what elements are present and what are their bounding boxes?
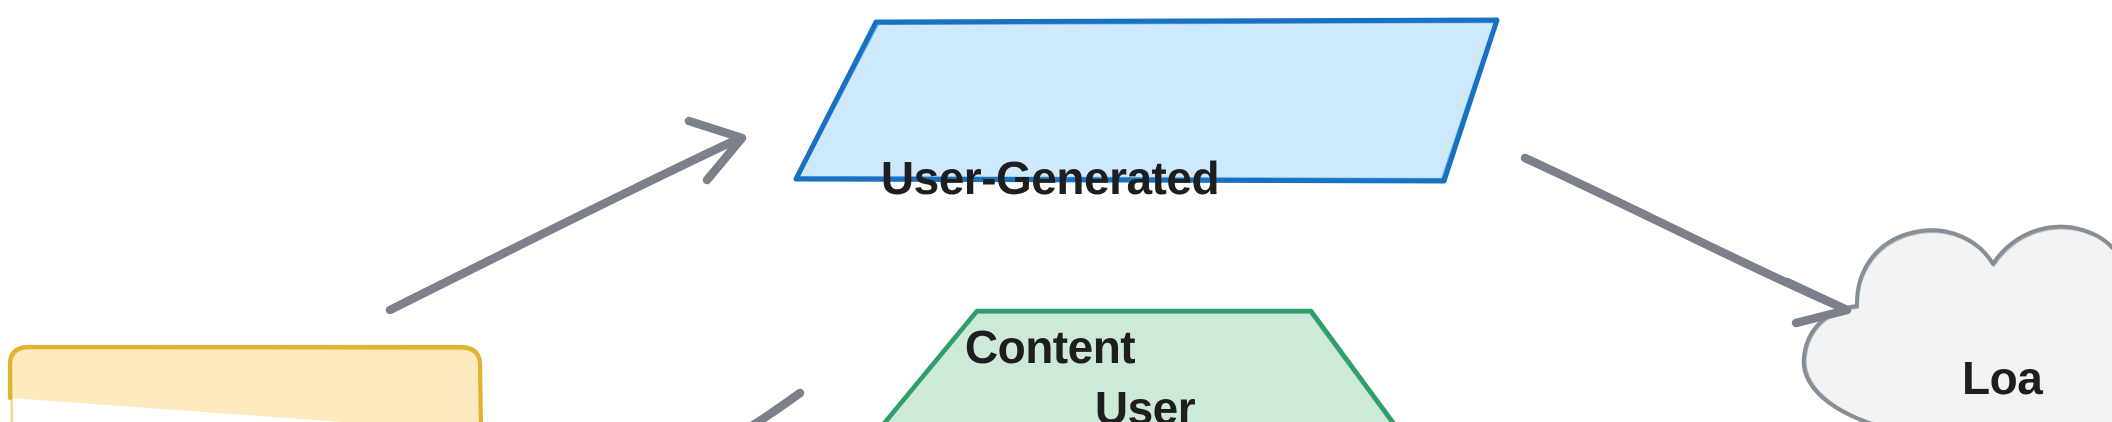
node-user[interactable] xyxy=(877,308,1400,422)
user-shape[interactable] xyxy=(877,308,1400,422)
source-box-shape[interactable] xyxy=(7,344,483,422)
arrow-ugc-to-cloud-head xyxy=(1782,277,1852,328)
load-cloud-shape[interactable] xyxy=(1801,224,2112,422)
user-generated-content-shape[interactable] xyxy=(793,17,1500,184)
user-shape-sketch xyxy=(977,311,1392,422)
connector-arrow-source-to-ugc[interactable] xyxy=(385,116,747,315)
node-user-generated-content[interactable] xyxy=(793,17,1500,184)
load-cloud-shape-sketch xyxy=(1804,227,2093,422)
arrow-source-to-ugc-line xyxy=(385,133,745,315)
source-box-shape-sketch xyxy=(9,346,483,422)
connector-arrow-ugc-to-cloud[interactable] xyxy=(1520,153,1852,328)
user-generated-content-shape-sketch xyxy=(796,20,1497,181)
arrow-partial-bottom-line xyxy=(750,388,805,422)
node-source-box[interactable] xyxy=(7,344,483,422)
node-load-cloud[interactable] xyxy=(1801,224,2112,422)
connector-arrow-partial-bottom[interactable] xyxy=(742,388,805,422)
arrow-source-to-ugc-head xyxy=(684,116,747,185)
